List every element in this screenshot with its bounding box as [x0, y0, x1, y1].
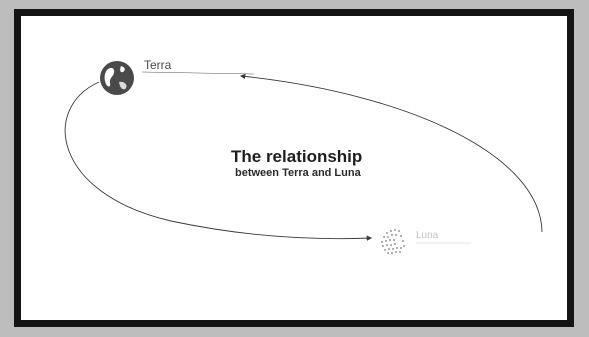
- earth-icon: [99, 60, 135, 96]
- page-subtitle: between Terra and Luna: [235, 167, 361, 179]
- page-title: The relationship: [231, 147, 362, 167]
- slide: Terra The relationship between Terra and…: [21, 16, 567, 320]
- terra-title: Terra: [144, 58, 171, 72]
- moon-icon: [377, 225, 411, 259]
- terra-connector-line: [142, 72, 254, 74]
- luna-title: Luna: [416, 230, 438, 241]
